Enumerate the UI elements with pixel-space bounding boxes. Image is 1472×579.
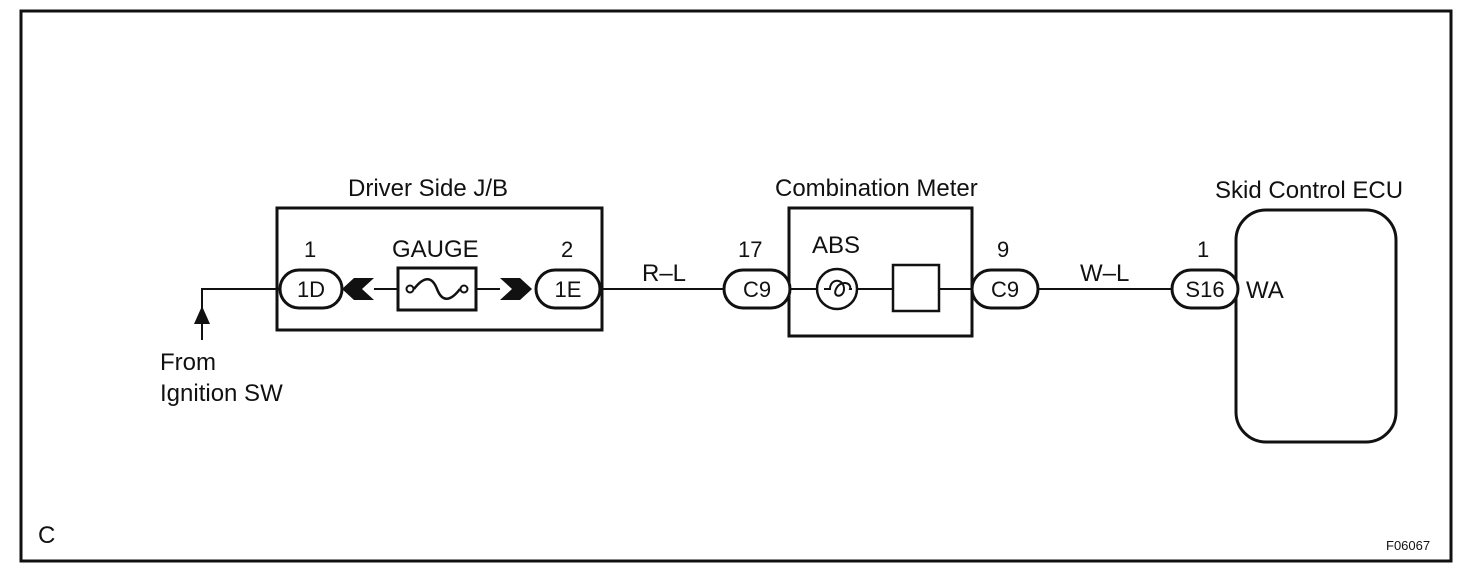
connector-1d-label: 1D: [297, 277, 325, 302]
source-label-line1: From: [160, 349, 216, 376]
wire-from-ignition: [201, 288, 280, 318]
connector-1e-label: 1E: [555, 277, 582, 302]
source-label-line2: Ignition SW: [160, 380, 283, 407]
connector-1e: [534, 268, 602, 310]
diagram-frame: [19, 9, 1453, 563]
connector-c9-out-label: C9: [991, 277, 1019, 302]
connector-chevron-right-icon: [500, 278, 532, 300]
meter-circuit-block-icon: [891, 263, 941, 313]
junction-block-box: [275, 206, 604, 332]
combination-meter-title: Combination Meter: [775, 175, 978, 202]
ecu-title: Skid Control ECU: [1215, 177, 1403, 204]
combination-meter-box: [787, 206, 974, 338]
fuse-icon: [396, 266, 478, 312]
connector-chevron-left-icon: [342, 278, 374, 300]
figure-id: F06067: [1386, 538, 1430, 553]
meter-right-pin-number: 9: [997, 237, 1009, 262]
ecu-pin-number: 1: [1197, 237, 1209, 262]
junction-block-title: Driver Side J/B: [348, 175, 508, 202]
connector-c9-in-label: C9: [743, 277, 771, 302]
abs-indicator-label: ABS: [812, 232, 860, 259]
connector-s16-label: S16: [1185, 277, 1224, 302]
jb-left-pin-number: 1: [304, 237, 316, 262]
wire-color-w-l: W–L: [1080, 260, 1129, 287]
ecu-box: [1234, 208, 1398, 444]
jb-right-pin-number: 2: [561, 237, 573, 262]
corner-label: C: [38, 522, 55, 549]
fuse-label: GAUGE: [392, 236, 479, 263]
bulb-icon: [815, 267, 859, 311]
wire-color-r-l: R–L: [642, 260, 686, 287]
ecu-terminal-label: WA: [1246, 277, 1284, 304]
meter-left-pin-number: 17: [738, 237, 762, 262]
connector-s16: [1170, 268, 1240, 310]
connector-c9-out: [970, 268, 1040, 310]
up-arrow-icon: [194, 306, 210, 340]
